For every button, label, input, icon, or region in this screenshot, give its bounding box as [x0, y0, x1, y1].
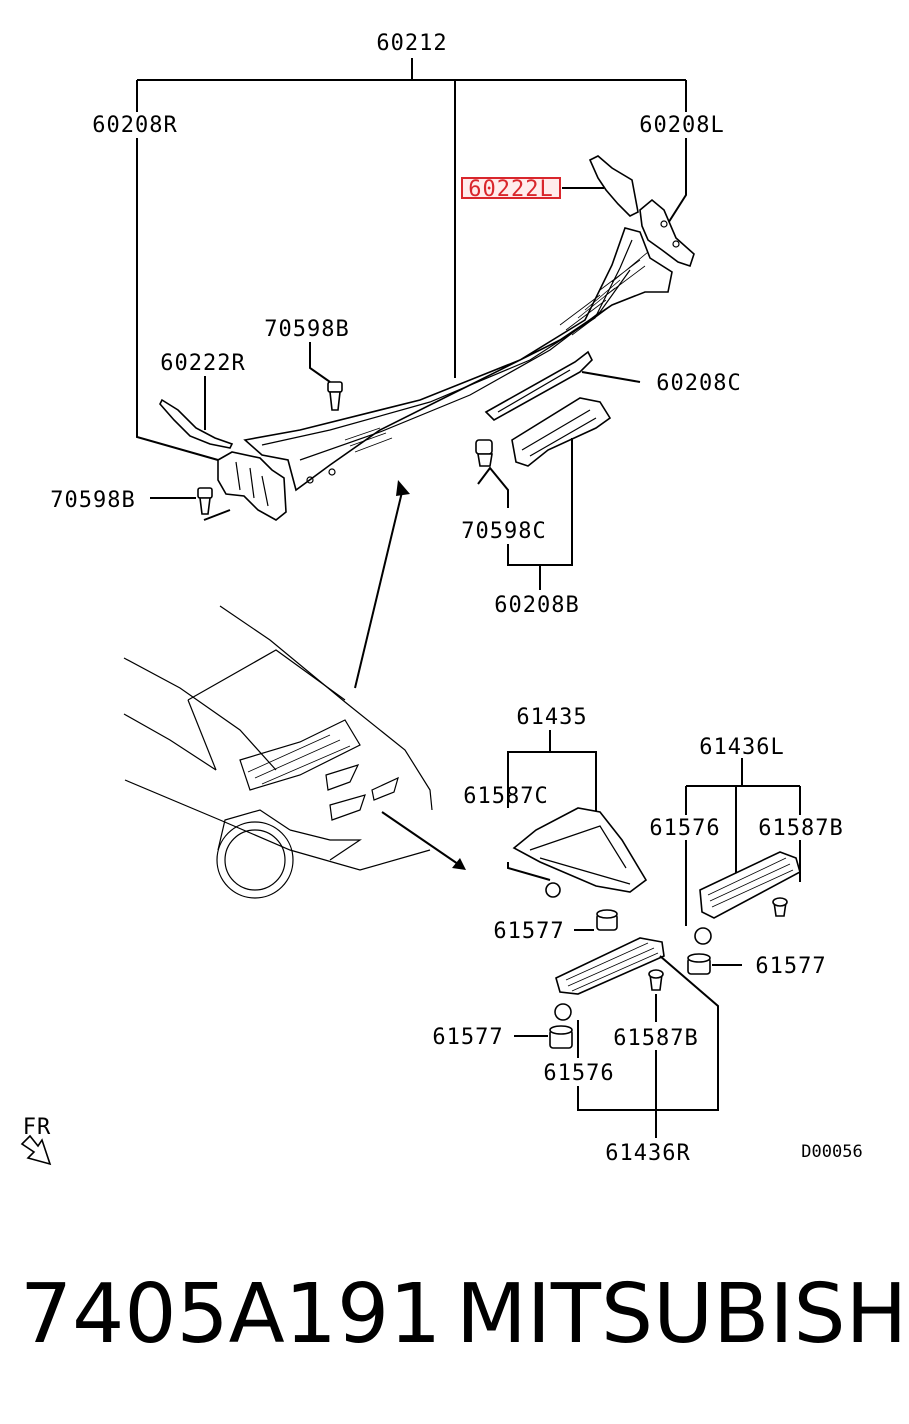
label-duct-right-clip: 61587B: [613, 1026, 698, 1051]
label-duct-left: 61436L: [699, 735, 784, 760]
label-cowl-b: 60208B: [494, 593, 579, 618]
label-clip-c: 70598C: [461, 519, 546, 544]
cowl-center-part: [484, 350, 641, 421]
cowl-bracket-left: [639, 198, 695, 268]
label-cowl-right: 60208R: [92, 113, 177, 138]
duct-right-leaders: [514, 955, 719, 1138]
pointer-arrows: [354, 480, 466, 870]
part-number: 7405A191: [20, 1267, 441, 1362]
brand-name: MITSUBISHI: [456, 1267, 909, 1362]
clip-lower-part: [150, 487, 231, 521]
label-duct-left-clip: 61587B: [758, 816, 843, 841]
label-scoop-nut: 61577: [493, 919, 564, 944]
label-duct-right-grommet: 61576: [543, 1061, 614, 1086]
label-clip-lower: 70598B: [50, 488, 135, 513]
clip-c-part: [475, 438, 573, 590]
duct-right-part: [549, 937, 665, 1049]
scoop-part: [512, 807, 648, 898]
label-duct-left-grommet: 61576: [649, 816, 720, 841]
duct-left-part: [694, 851, 801, 945]
scoop-assy-leaders: [507, 730, 597, 881]
label-cowl-left: 60208L: [639, 113, 724, 138]
seal-left-part: [562, 155, 639, 217]
label-duct-right: 61436R: [605, 1141, 690, 1166]
label-cowl-center: 60208C: [656, 371, 741, 396]
label-fr-arrow: FR: [23, 1115, 52, 1140]
label-clip-upper: 70598B: [264, 317, 349, 342]
clip-upper-part: [309, 342, 343, 411]
label-duct-right-nut: 61577: [432, 1025, 503, 1050]
scoop-nut-part: [574, 909, 618, 931]
highlight-box: [461, 177, 561, 199]
label-highlighted-part: 60222L: [468, 177, 553, 202]
cowl-b-part: [511, 397, 612, 467]
diagram-code: D00056: [801, 1142, 862, 1162]
label-duct-left-nut: 61577: [755, 954, 826, 979]
duct-left-nut-part: [687, 953, 742, 975]
label-scoop-assy: 61435: [516, 705, 587, 730]
label-scoop-clip-c: 61587C: [463, 784, 548, 809]
leader-60212: [136, 58, 687, 461]
label-assy-top: 60212: [376, 31, 447, 56]
car-outline: [123, 605, 433, 899]
cowl-bracket-right: [217, 451, 287, 521]
front-arrow-icon: [20, 1134, 52, 1166]
cowl-top-panel: [243, 227, 673, 492]
duct-left-leaders: [685, 758, 801, 926]
seal-right-part: [159, 376, 234, 449]
label-seal-right: 60222R: [160, 351, 245, 376]
